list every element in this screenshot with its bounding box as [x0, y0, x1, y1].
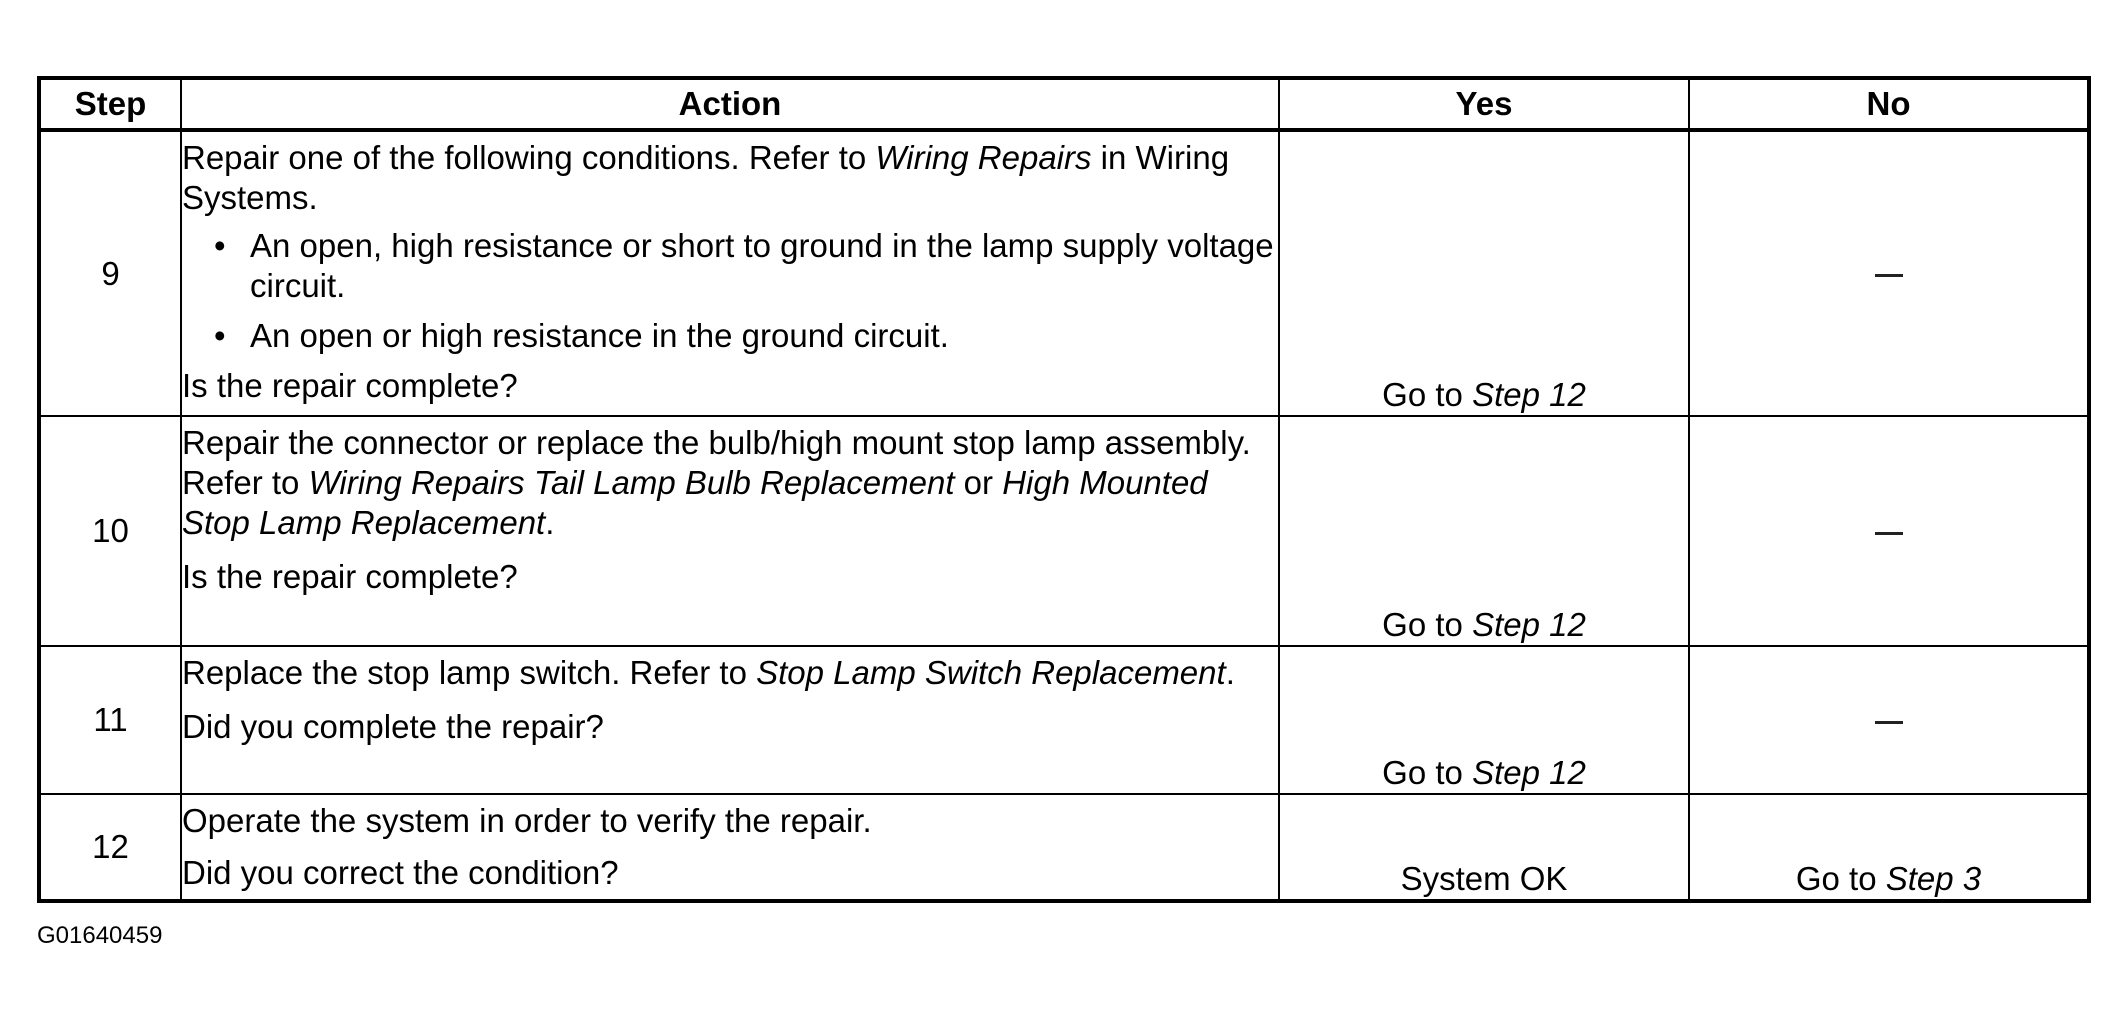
reference-link[interactable]: High Mounted Stop Lamp Replacement — [182, 464, 1208, 541]
action-question: Is the repair complete? — [182, 367, 518, 404]
yes-cell: Go to Step 12 — [1278, 415, 1690, 647]
instruction-text: Repair the connector or replace the bulb… — [182, 424, 1251, 501]
goto-text: Go to — [1382, 606, 1473, 643]
table-row: 12 Operate the system in order to verify… — [38, 793, 2090, 902]
action-instruction: Repair the connector or replace the bulb… — [182, 423, 1278, 543]
diagnostic-table: Step Action Yes No 9 Repair one of the f… — [37, 76, 2091, 903]
step-number: 10 — [38, 415, 182, 647]
step-number: 11 — [38, 645, 182, 795]
dash-icon — [1874, 720, 1903, 724]
action-instruction: Operate the system in order to verify th… — [182, 802, 872, 839]
table-row: 10 Repair the connector or replace the b… — [38, 415, 2090, 647]
goto-step-link[interactable]: Step 12 — [1472, 754, 1586, 791]
instruction-text: Replace the stop lamp switch. Refer to — [182, 654, 757, 691]
action-cell: Repair the connector or replace the bulb… — [180, 415, 1280, 647]
action-cell: Replace the stop lamp switch. Refer to S… — [180, 645, 1280, 795]
instruction-text: in Wiring Systems. — [182, 139, 1230, 216]
bullet-icon: • — [214, 227, 226, 264]
table-row: 11 Replace the stop lamp switch. Refer t… — [38, 645, 2090, 795]
yes-cell: Go to Step 12 — [1278, 645, 1690, 795]
header-no: No — [1688, 77, 2090, 132]
reference-link[interactable]: Wiring Repairs — [875, 139, 1092, 176]
header-action: Action — [180, 77, 1280, 132]
yes-cell: System OK — [1278, 793, 1690, 902]
figure-id: G01640459 — [37, 922, 163, 949]
dash-icon — [1874, 531, 1903, 535]
step-number: 12 — [38, 793, 182, 902]
action-cell: Operate the system in order to verify th… — [180, 793, 1280, 902]
no-cell: — — [1688, 415, 2090, 647]
list-item: • An open, high resistance or short to gr… — [182, 226, 1278, 306]
header-yes: Yes — [1278, 77, 1690, 132]
action-question: Did you complete the repair? — [182, 708, 604, 745]
header-step: Step — [38, 77, 182, 132]
bullet-icon: • — [214, 317, 226, 354]
step-number: 9 — [38, 129, 182, 417]
instruction-text: Repair one of the following conditions. … — [182, 139, 876, 176]
action-question: Did you correct the condition? — [182, 854, 619, 891]
condition-list: • An open, high resistance or short to gr… — [182, 226, 1278, 356]
no-cell: — — [1688, 645, 2090, 795]
table-row: 9 Repair one of the following conditions… — [38, 129, 2090, 417]
yes-cell: Go to Step 12 — [1278, 129, 1690, 417]
list-item-text: An open, high resistance or short to gro… — [250, 227, 1274, 304]
goto-step-link[interactable]: Step 12 — [1472, 606, 1586, 643]
action-instruction: Replace the stop lamp switch. Refer to S… — [182, 653, 1278, 693]
dash-icon — [1874, 274, 1903, 278]
instruction-text: . — [545, 504, 555, 541]
table-header-row: Step Action Yes No — [38, 77, 2090, 132]
list-item-text: An open or high resistance in the ground… — [250, 317, 949, 354]
goto-text: Go to — [1382, 376, 1473, 413]
goto-step-link[interactable]: Step 12 — [1472, 376, 1586, 413]
reference-link[interactable]: Stop Lamp Switch Replacement — [756, 654, 1226, 691]
goto-text: Go to — [1382, 754, 1473, 791]
action-question: Is the repair complete? — [182, 558, 518, 595]
action-cell: Repair one of the following conditions. … — [180, 129, 1280, 417]
instruction-text: . — [1225, 654, 1235, 691]
no-cell: — — [1688, 129, 2090, 417]
goto-step-link[interactable]: Step 3 — [1885, 860, 1982, 897]
no-cell: Go to Step 3 — [1688, 793, 2090, 902]
reference-link[interactable]: Wiring Repairs Tail Lamp Bulb Replacemen… — [308, 464, 955, 501]
instruction-text: or — [954, 464, 1003, 501]
list-item: • An open or high resistance in the groun… — [182, 316, 1278, 356]
goto-text: Go to — [1795, 860, 1886, 897]
action-instruction: Repair one of the following conditions. … — [182, 138, 1278, 218]
